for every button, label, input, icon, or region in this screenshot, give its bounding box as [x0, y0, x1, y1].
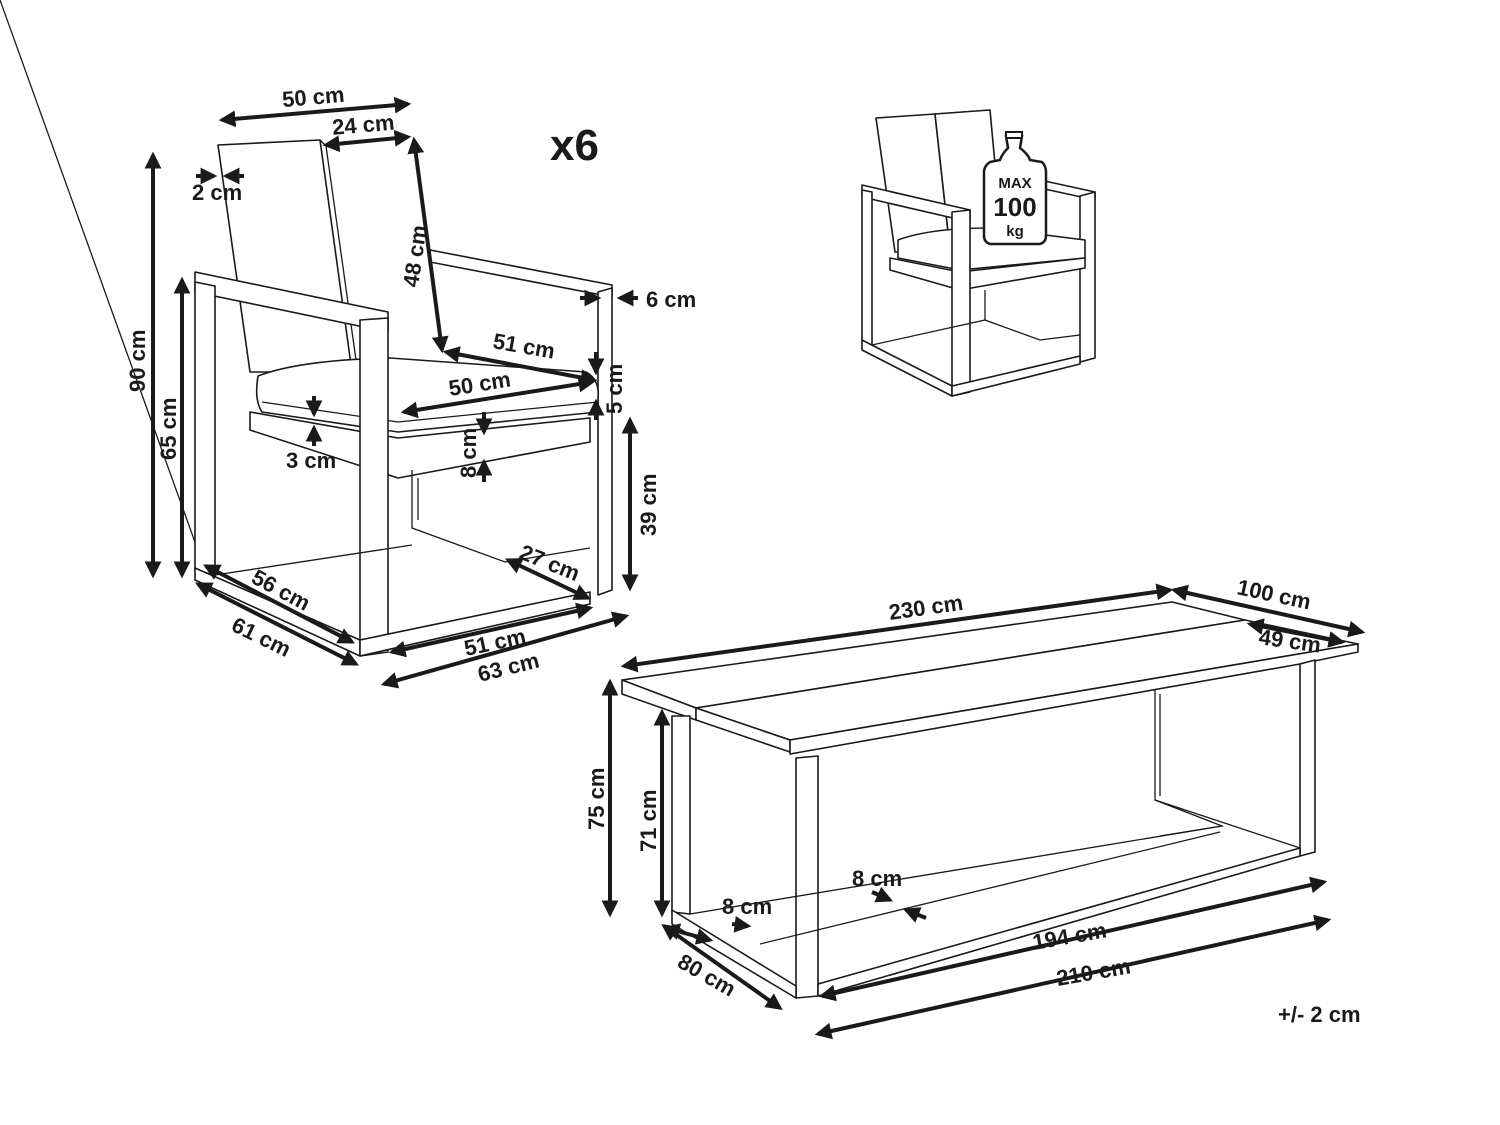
label-leg-thickness-b: 8 cm: [722, 894, 772, 919]
label-table-width: 100 cm: [1235, 574, 1313, 614]
label-seat-depth: 51 cm: [491, 328, 557, 363]
label-armrest-width: 6 cm: [646, 287, 696, 312]
label-cushion-thickness: 5 cm: [602, 364, 627, 414]
label-total-height: 90 cm: [125, 330, 150, 392]
table-labels: 230 cm 100 cm 49 cm 75 cm 71 cm 8 cm 8 c…: [584, 574, 1361, 1027]
label-armrest-height: 65 cm: [156, 398, 181, 460]
label-frame-thickness: 2 cm: [192, 180, 242, 205]
max-load-line2: 100: [993, 192, 1036, 222]
chair-dimension-lines: [144, 96, 639, 689]
label-backrest-panel: 24 cm: [331, 110, 395, 140]
label-leg-thickness-a: 8 cm: [852, 866, 902, 891]
quantity-label: x6: [550, 121, 599, 170]
label-backrest-height: 48 cm: [398, 223, 431, 288]
max-load-line1: MAX: [998, 175, 1031, 192]
tolerance-note: +/- 2 cm: [1278, 1002, 1361, 1027]
label-frame-length: 210 cm: [1055, 953, 1133, 991]
label-table-height: 75 cm: [584, 768, 609, 830]
label-seat-gap: 3 cm: [286, 448, 336, 473]
label-chair-width-top: 50 cm: [281, 82, 345, 112]
label-seat-frame: 8 cm: [456, 428, 481, 478]
table-dimension-lines: [601, 583, 1366, 1040]
label-leg-height: 71 cm: [636, 790, 661, 852]
max-load-line3: kg: [1006, 223, 1024, 240]
max-load-icon: MAX 100 kg: [982, 131, 1048, 246]
label-seat-height: 39 cm: [636, 474, 661, 536]
chair-thumbnail: MAX 100 kg: [861, 109, 1096, 397]
